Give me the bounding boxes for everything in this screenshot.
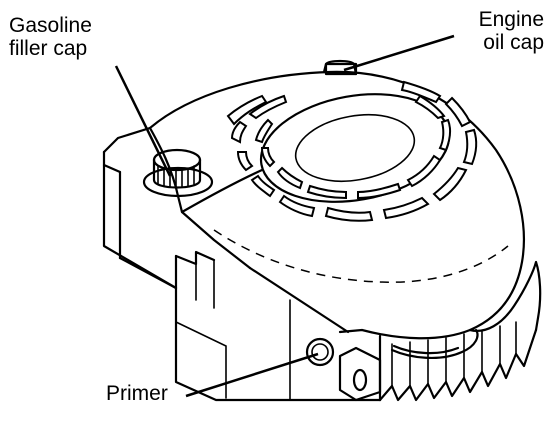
cooling-fins: [378, 321, 538, 402]
fan-grille: [226, 80, 478, 222]
engine-oil-cap-label-line2: oil cap: [483, 31, 544, 54]
primer-leader: [185, 352, 319, 398]
engine-oil-cap-label: Engine oil cap: [479, 8, 544, 54]
primer-bulb: [305, 337, 335, 367]
gasoline-filler-cap: [142, 148, 214, 198]
engine-oil-cap-label-line1: Engine: [478, 8, 544, 31]
gasoline-filler-cap-label-line2: filler cap: [9, 37, 88, 60]
control-block: [338, 346, 382, 402]
engine-oil-cap: [322, 59, 358, 76]
engine-oil-cap-leader: [343, 34, 455, 72]
gasoline-filler-cap-leader: [114, 65, 172, 177]
engine-block: [102, 126, 382, 402]
primer-label: Primer: [106, 382, 168, 405]
gasoline-filler-cap-label-line1: Gasoline: [9, 14, 92, 37]
gasoline-filler-cap-label: Gasoline filler cap: [9, 14, 92, 60]
